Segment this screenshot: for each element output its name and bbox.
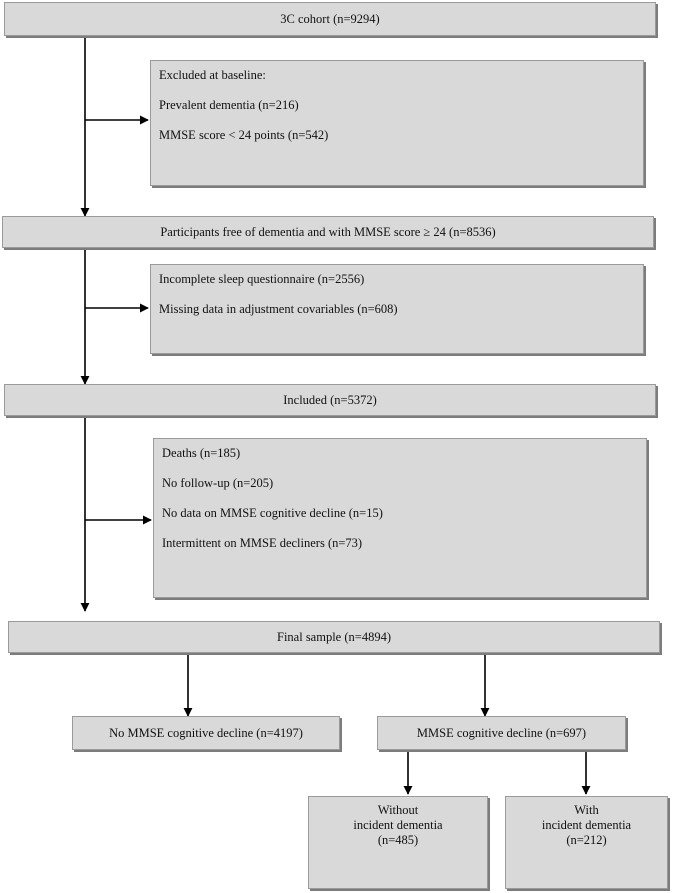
- without-dementia-box: Without incident dementia (n=485): [308, 796, 488, 889]
- with-dementia-line-1: With: [574, 803, 599, 817]
- with-dementia-box: With incident dementia (n=212): [505, 796, 668, 889]
- cohort-box: 3C cohort (n=9294): [4, 2, 656, 36]
- included-box: Included (n=5372): [4, 384, 656, 416]
- cohort-label: 3C cohort (n=9294): [280, 11, 380, 26]
- no-mmse-data-item: No data on MMSE cognitive decline (n=15): [162, 506, 383, 520]
- free-of-dementia-box: Participants free of dementia and with M…: [2, 216, 654, 248]
- prevalent-dementia-item: Prevalent dementia (n=216): [159, 98, 299, 112]
- missing-covariables-item: Missing data in adjustment covariables (…: [159, 302, 398, 316]
- decline-label: MMSE cognitive decline (n=697): [416, 725, 587, 740]
- final-sample-label: Final sample (n=4894): [277, 629, 391, 644]
- excluded-baseline-box: Excluded at baseline: Prevalent dementia…: [150, 60, 644, 186]
- excluded-sleep-box: Incomplete sleep questionnaire (n=2556) …: [150, 264, 644, 354]
- no-decline-box: No MMSE cognitive decline (n=4197): [72, 716, 340, 750]
- no-follow-up-item: No follow-up (n=205): [162, 476, 274, 490]
- no-decline-label: No MMSE cognitive decline (n=4197): [109, 725, 303, 740]
- without-dementia-line-1: Without: [377, 803, 419, 817]
- excluded-baseline-heading: Excluded at baseline:: [159, 68, 266, 82]
- intermittent-decliners-item: Intermittent on MMSE decliners (n=73): [162, 536, 363, 550]
- excluded-followup-box: Deaths (n=185) No follow-up (n=205) No d…: [153, 438, 647, 598]
- incomplete-sleep-item: Incomplete sleep questionnaire (n=2556): [159, 272, 365, 286]
- free-of-dementia-label: Participants free of dementia and with M…: [160, 224, 496, 239]
- deaths-item: Deaths (n=185): [162, 446, 241, 460]
- with-dementia-line-2: incident dementia: [541, 818, 632, 832]
- decline-box: MMSE cognitive decline (n=697): [377, 716, 626, 750]
- mmse-low-score-item: MMSE score < 24 points (n=542): [159, 128, 329, 142]
- with-dementia-count: (n=212): [566, 833, 607, 847]
- without-dementia-count: (n=485): [377, 833, 419, 847]
- included-label: Included (n=5372): [283, 392, 377, 407]
- without-dementia-line-2: incident dementia: [353, 818, 443, 832]
- final-sample-box: Final sample (n=4894): [8, 621, 660, 653]
